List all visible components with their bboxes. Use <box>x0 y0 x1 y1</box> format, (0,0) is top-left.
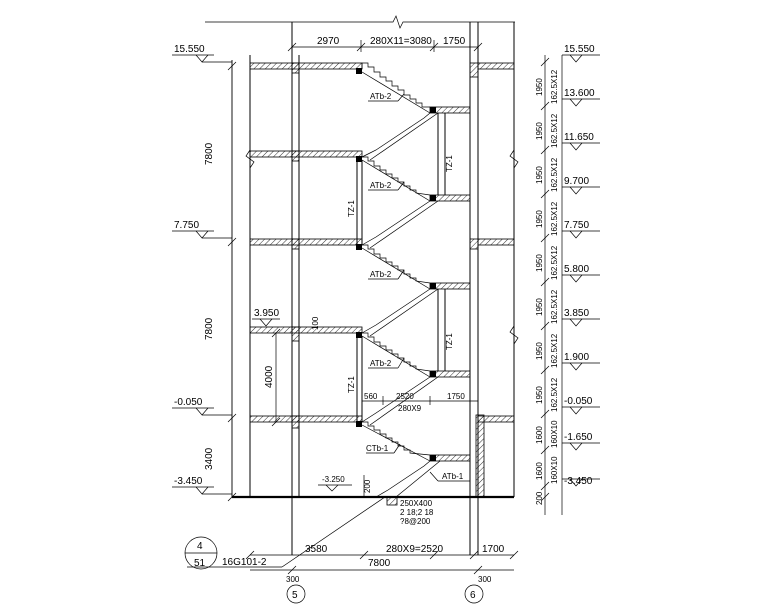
tz-label-4: TZ-1 <box>347 376 356 393</box>
pit-dim: 200 <box>363 479 372 493</box>
detail-ref-top: 4 <box>197 541 203 552</box>
right-vdim-s-6: 162.5X12 <box>550 289 559 324</box>
pit-detail <box>318 475 398 506</box>
grid-label-5: 5 <box>292 590 298 601</box>
left-vdim-2: 7800 <box>204 317 215 340</box>
right-elev-3: 11.650 <box>564 132 594 143</box>
top-dim-3: 1750 <box>443 36 466 47</box>
beam-spec-stirrup: ?8@200 <box>400 517 431 526</box>
right-vdim-h-8: 1950 <box>535 386 544 404</box>
right-offset-dim: 300 <box>478 575 492 584</box>
left-elev-3: 3.950 <box>254 308 279 319</box>
inner-dim-1750: 1750 <box>447 392 465 401</box>
right-vdim-h-1: 1950 <box>535 78 544 96</box>
right-elev-2: 13.600 <box>564 88 595 99</box>
right-elev-7: 3.850 <box>564 308 589 319</box>
inner-dim-2520: 2520 <box>396 392 414 401</box>
top-dim-2: 280X11=3080 <box>370 36 432 47</box>
bottom-total-dim: 7800 <box>368 558 391 569</box>
inner-dim-100: 100 <box>311 316 320 330</box>
right-elev-10: -1.650 <box>564 432 593 443</box>
landing-beams <box>356 68 436 461</box>
inner-dim-560: 560 <box>364 392 378 401</box>
right-elev-5: 7.750 <box>564 220 589 231</box>
right-vdim-h-7: 1950 <box>535 342 544 360</box>
tz-label-3: TZ-1 <box>445 333 454 350</box>
stair-label-3: ATb-2 <box>370 270 392 279</box>
detail-ref-atlas: 16G101-2 <box>222 557 267 568</box>
right-vdim-s-5: 162.5X12 <box>550 245 559 280</box>
left-offset-dim: 300 <box>286 575 300 584</box>
right-vdim-h-2: 1950 <box>535 122 544 140</box>
right-elev-1: 15.550 <box>564 44 595 55</box>
right-elev-8: 1.900 <box>564 352 589 363</box>
pit-elevation: -3.250 <box>322 475 345 484</box>
right-vdim-s-7: 162.5X12 <box>550 333 559 368</box>
beam-spec-size: 250X400 <box>400 499 433 508</box>
right-vdim-h-5: 1950 <box>535 254 544 272</box>
walls <box>231 22 515 555</box>
floor-slabs <box>249 62 515 498</box>
detail-ref-bottom: 51 <box>194 558 206 569</box>
right-dimension-chain <box>540 55 563 515</box>
left-vdim-4: 4000 <box>264 365 275 388</box>
right-vdim-h-10: 1600 <box>535 462 544 480</box>
right-vdim-h-3: 1950 <box>535 166 544 184</box>
right-elev-11: -3.450 <box>564 476 593 487</box>
top-break-line <box>205 15 515 29</box>
bottom-dimension-line <box>245 550 519 575</box>
bottom-dim-1: 3580 <box>305 544 328 555</box>
top-dim-1: 2970 <box>317 36 340 47</box>
beam-spec-rebar: 2 18;2 18 <box>400 508 434 517</box>
right-vdim-s-4: 162.5X12 <box>550 201 559 236</box>
right-elev-4: 9.700 <box>564 176 589 187</box>
right-vdim-s-3: 162.5X12 <box>550 157 559 192</box>
tz-columns <box>356 113 446 422</box>
tz-label-1: TZ-1 <box>445 155 454 172</box>
right-vdim-s-9: 160X10 <box>550 420 559 448</box>
bottom-dim-3: 1700 <box>482 544 505 555</box>
right-vdim-h-9: 1600 <box>535 426 544 444</box>
stair-label-6: ATb-1 <box>442 472 464 481</box>
tz-label-2: TZ-1 <box>347 200 356 217</box>
right-elev-6: 5.800 <box>564 264 589 275</box>
side-break-marks <box>245 149 519 345</box>
inner-dimension-lines <box>362 396 478 405</box>
stair-label-5: CTb-1 <box>366 444 389 453</box>
detail-reference <box>184 496 386 570</box>
left-vdim-3: 3400 <box>204 447 215 470</box>
inner-dim-280x9: 280X9 <box>398 404 422 413</box>
right-elevation-marks <box>562 54 600 487</box>
right-vdim-labels: 1950 162.5X12 1950 162.5X12 1950 162.5X1… <box>535 69 559 505</box>
right-vdim-s-10: 160X10 <box>550 456 559 484</box>
right-vdim-s-8: 162.5X12 <box>550 377 559 412</box>
grid-axis-bubbles <box>286 584 484 604</box>
stair-label-2: ATb-2 <box>370 181 392 190</box>
left-dimension-chain <box>227 60 281 502</box>
stair-label-1: ATb-2 <box>370 92 392 101</box>
stair-label-4: ATb-2 <box>370 359 392 368</box>
right-vdim-s-2: 162.5X12 <box>550 113 559 148</box>
left-elevation-marks <box>172 54 280 495</box>
left-elev-1: 15.550 <box>174 44 205 55</box>
left-elev-5: -3.450 <box>174 476 203 487</box>
stair-label-leaders <box>366 93 470 482</box>
right-elev-9: -0.050 <box>564 396 593 407</box>
left-elev-2: 7.750 <box>174 220 199 231</box>
right-elevation-labels: 15.550 13.600 11.650 9.700 7.750 5.800 3… <box>564 44 595 487</box>
bottom-dim-2: 280X9=2520 <box>386 544 443 555</box>
right-vdim-h-6: 1950 <box>535 298 544 316</box>
right-vdim-s-1: 162.5X12 <box>550 69 559 104</box>
right-vdim-h-11: 200 <box>535 491 544 505</box>
stair-flights <box>361 62 441 498</box>
left-elev-4: -0.050 <box>174 397 203 408</box>
left-vdim-1: 7800 <box>204 142 215 165</box>
right-vdim-h-4: 1950 <box>535 210 544 228</box>
grid-label-6: 6 <box>470 590 476 601</box>
